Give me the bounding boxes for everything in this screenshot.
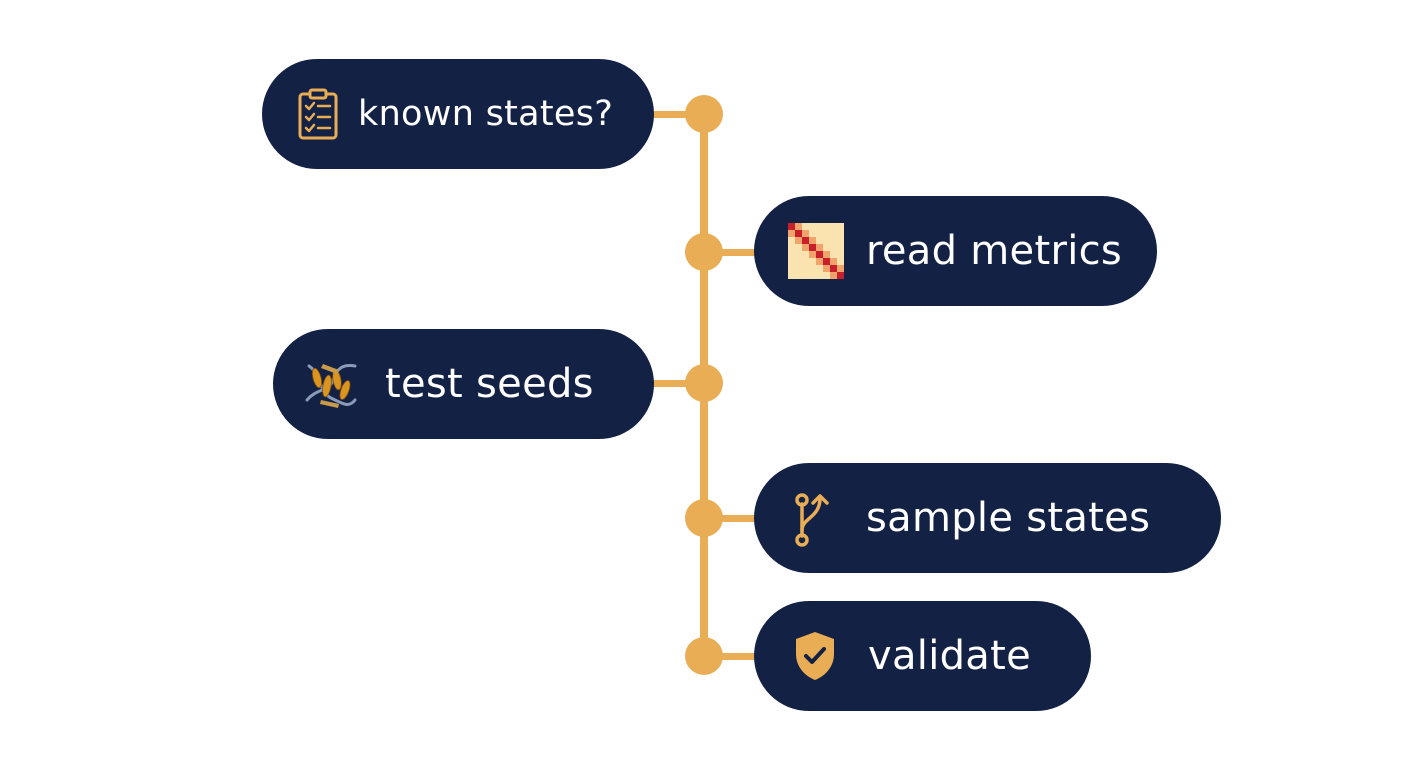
connector-sample-states <box>704 515 764 522</box>
step-validate: validate <box>754 601 1091 711</box>
connector-test-seeds <box>650 380 705 387</box>
clipboard-checklist-icon <box>296 86 340 142</box>
node-dot-read-metrics <box>685 233 723 271</box>
step-known-states: known states? <box>262 59 654 169</box>
node-dot-sample-states <box>685 499 723 537</box>
step-read-metrics: read metrics <box>754 196 1157 306</box>
connector-read-metrics <box>704 249 764 256</box>
protein-structure-icon <box>299 352 363 416</box>
shield-check-icon <box>790 628 840 684</box>
step-label: test seeds <box>385 361 594 407</box>
step-sample-states: sample states <box>754 463 1221 573</box>
contact-map-heatmap-icon <box>788 223 844 279</box>
node-dot-known-states <box>685 95 723 133</box>
step-label: read metrics <box>866 228 1123 274</box>
connector-validate <box>704 653 764 660</box>
connector-known-states <box>650 111 705 118</box>
branch-fork-icon <box>790 488 834 548</box>
step-test-seeds: test seeds <box>273 329 654 439</box>
step-label: sample states <box>866 495 1151 541</box>
step-label: known states? <box>358 94 614 134</box>
node-dot-validate <box>685 637 723 675</box>
node-dot-test-seeds <box>685 364 723 402</box>
step-label: validate <box>868 633 1032 679</box>
